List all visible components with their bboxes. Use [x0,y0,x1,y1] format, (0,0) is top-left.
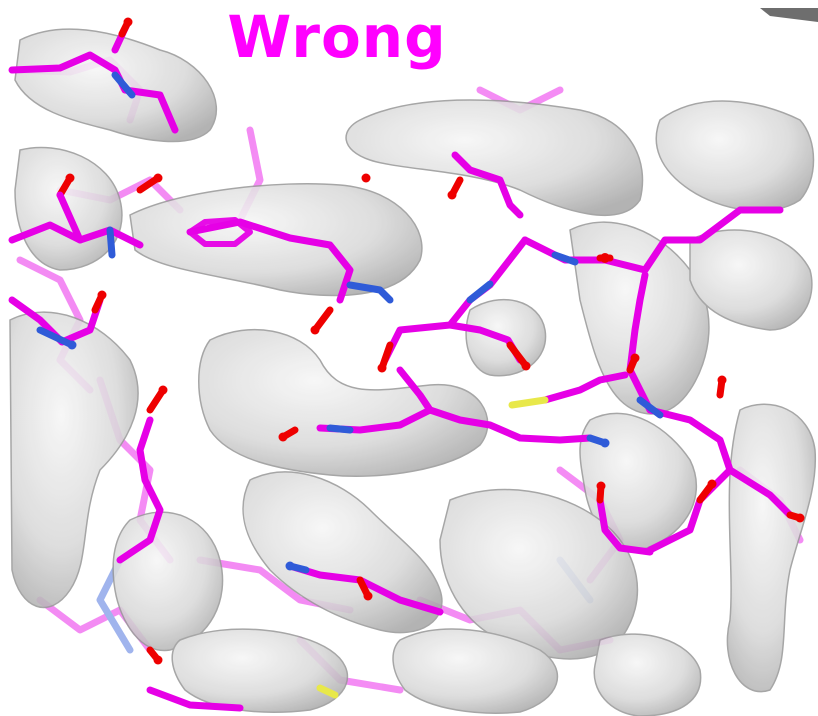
oxygen-atom [363,591,373,601]
bond-ul-carbon2 [56,191,84,244]
title-banner [222,4,452,70]
oxygen-atom [377,363,387,373]
model-bonds [8,18,804,712]
oxygen-atom [123,17,133,27]
oxygen-atom [153,655,163,665]
bond-central-nitrogen [466,280,494,304]
bond-lm-nitrogen [36,326,76,349]
oxygen-atom [795,513,805,523]
oxygen-atom [630,353,640,363]
bond-cu-side [451,151,524,219]
bond-cys-sulfur [508,396,549,409]
oxygen-atom [717,375,727,385]
bond-ul-nitrogen [106,226,116,259]
wrong-label: Wrong [227,3,447,71]
oxygen-atom [97,290,107,300]
electron-density-surface [9,28,817,716]
nitrogen-atom [285,561,295,571]
bond-bottom-sulfur [316,684,339,699]
bond-lower-right [596,496,654,556]
bond-cys-chain [541,371,629,404]
bond-left-vertical [116,416,164,564]
bond-bottom [146,686,244,712]
oxygen-atom [600,253,610,263]
oxygen-atom [596,481,606,491]
nitrogen-atom [600,438,610,448]
oxygen-atom [521,361,531,371]
oxygen-atom [65,173,75,183]
bond-phenyl-chain [186,218,354,304]
bond-phenyl-n [346,281,394,304]
atom-caps [65,17,805,665]
oxygen-atom [310,325,320,335]
bond-rc-nitrogen [636,396,664,419]
nitrogen-atom [67,340,77,350]
phenyl-ring [187,217,253,247]
oxygen-atom [707,479,717,489]
oxygen-atom [153,173,163,183]
oxygen-atom [158,385,168,395]
oxygen-atom [278,432,288,442]
bond-central [381,236,529,364]
oxygen-atom [447,190,457,200]
corner-tab [760,8,818,22]
bond-lys-chain [426,406,594,444]
oxygen-atom [361,173,371,183]
bond-chain-top-left [8,51,179,134]
bond-cu-nitrogen [551,251,579,266]
bond-lys-n2 [326,424,354,434]
bond-right-chain [626,271,794,519]
bond-top-nitrogen [111,71,136,99]
